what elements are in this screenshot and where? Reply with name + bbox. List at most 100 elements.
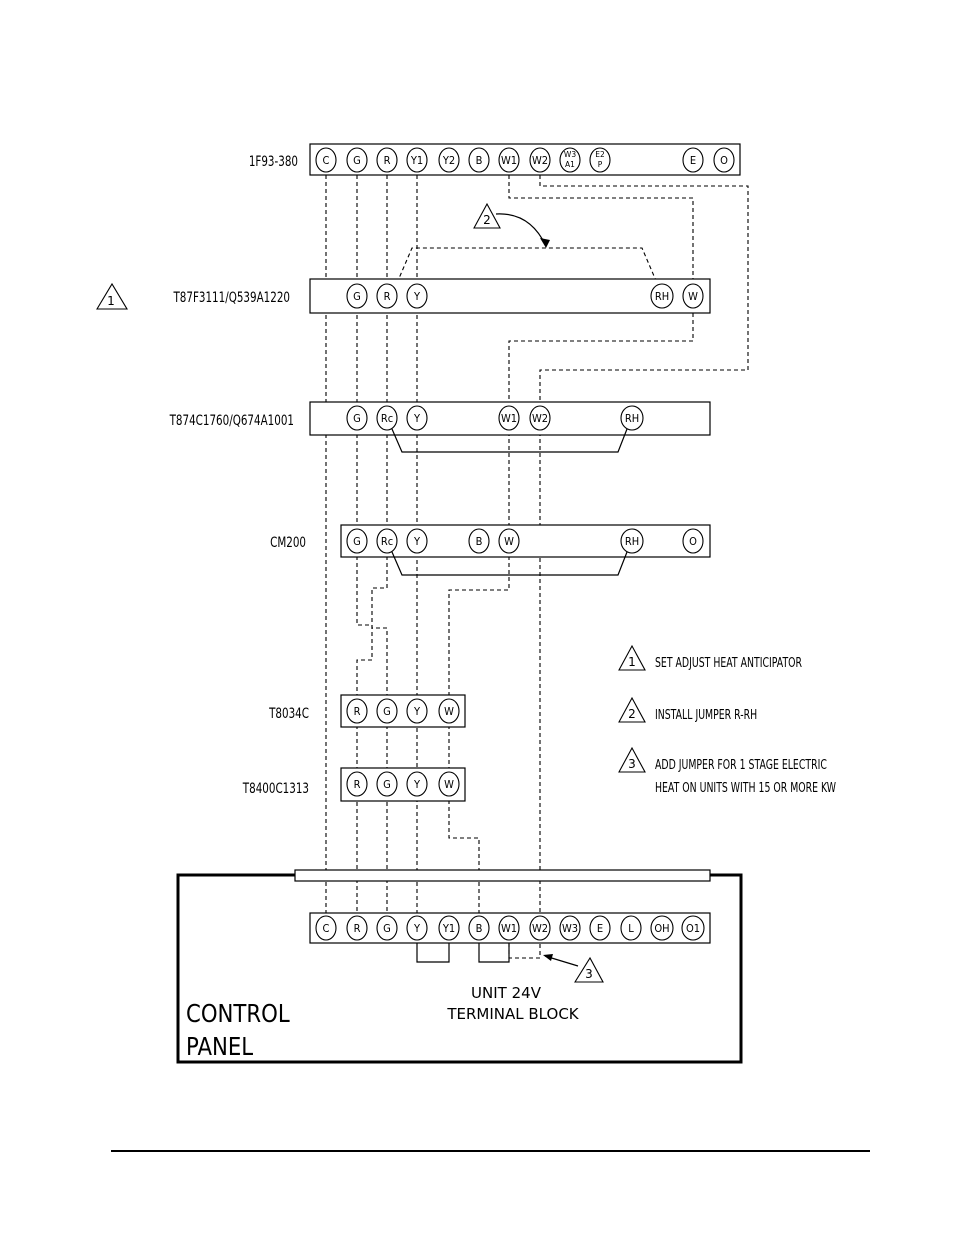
svg-text:G: G: [353, 535, 361, 548]
note-3: 3 ADD JUMPER FOR 1 STAGE ELECTRIC HEAT O…: [618, 746, 836, 795]
terminal-rc[interactable]: Rc: [376, 405, 398, 431]
terminal-rh[interactable]: RH: [650, 283, 674, 309]
module-label: T8034C: [268, 705, 309, 721]
panel-terminal-g[interactable]: G: [376, 915, 398, 941]
jumper-w1-w2: [508, 943, 541, 959]
arrow-head-icon: [543, 954, 553, 961]
panel-terminal-o1[interactable]: O1: [681, 915, 705, 941]
svg-text:W: W: [444, 705, 454, 718]
svg-text:3: 3: [585, 967, 593, 981]
panel-terminal-oh[interactable]: OH: [650, 915, 674, 941]
svg-text:1: 1: [628, 655, 636, 669]
terminal-y[interactable]: Y: [406, 283, 428, 309]
panel-terminal-w1[interactable]: W1: [498, 915, 520, 941]
terminal-c[interactable]: C: [315, 147, 337, 173]
terminal-rh[interactable]: RH: [620, 528, 644, 554]
terminal-block-label-2: TERMINAL BLOCK: [446, 1005, 579, 1023]
panel-terminal-y[interactable]: Y: [406, 915, 428, 941]
svg-text:P: P: [598, 160, 603, 169]
svg-text:RH: RH: [625, 412, 639, 425]
panel-terminal-l[interactable]: L: [620, 915, 642, 941]
note-2: 2 INSTALL JUMPER R-RH: [618, 696, 757, 723]
svg-text:1: 1: [107, 294, 115, 308]
warning-triangle-icon: [618, 746, 646, 773]
module-label: T87F3111/Q539A1220: [173, 289, 290, 305]
terminal-y2[interactable]: Y2: [438, 147, 460, 173]
terminal-w2[interactable]: W2: [529, 405, 551, 431]
panel-terminal-c[interactable]: C: [315, 915, 337, 941]
panel-title-line1: CONTROL: [186, 999, 290, 1028]
svg-text:R: R: [354, 922, 361, 935]
terminal-w1[interactable]: W1: [498, 405, 520, 431]
jumper-rc-rh: [391, 428, 628, 453]
terminal-rh[interactable]: RH: [620, 405, 644, 431]
panel-terminal-w3[interactable]: W3: [559, 915, 581, 941]
terminal-o[interactable]: O: [682, 528, 704, 554]
svg-text:E: E: [690, 154, 696, 167]
svg-text:R: R: [354, 778, 361, 791]
note-3-callout: 3: [543, 954, 604, 983]
svg-text:RH: RH: [625, 535, 639, 548]
thermostat-t87f: 1 T87F3111/Q539A1220 G R Y RH W: [96, 278, 711, 314]
panel-terminal-y1[interactable]: Y1: [438, 915, 460, 941]
panel-terminal-b[interactable]: B: [468, 915, 490, 941]
jumper-rc-rh: [391, 551, 628, 576]
panel-rail: [294, 869, 711, 882]
terminal-g[interactable]: G: [346, 405, 368, 431]
terminal-g[interactable]: G: [346, 147, 368, 173]
svg-text:G: G: [383, 705, 391, 718]
svg-text:W3: W3: [562, 922, 578, 935]
panel-terminal-w2[interactable]: W2: [529, 915, 551, 941]
terminal-g[interactable]: G: [376, 698, 398, 724]
note-1-callout: 1: [96, 282, 128, 310]
notes: 1 SET ADJUST HEAT ANTICIPATOR 2 INSTALL …: [618, 644, 836, 795]
terminal-w[interactable]: W: [438, 698, 460, 724]
terminal-y1[interactable]: Y1: [406, 147, 428, 173]
terminal-y[interactable]: Y: [406, 698, 428, 724]
panel-terminal-e[interactable]: E: [589, 915, 611, 941]
terminal-w2[interactable]: W2: [529, 147, 551, 173]
terminal-w1[interactable]: W1: [498, 147, 520, 173]
terminal-rc[interactable]: Rc: [376, 528, 398, 554]
svg-text:G: G: [383, 778, 391, 791]
terminal-b[interactable]: B: [468, 528, 490, 554]
wire-w-t8400: [448, 800, 480, 913]
terminal-w[interactable]: W: [682, 283, 704, 309]
wire-cm200-w: [448, 556, 510, 698]
svg-text:R: R: [354, 705, 361, 718]
terminal-e2-p[interactable]: E2P: [589, 147, 611, 173]
terminal-y[interactable]: Y: [406, 405, 428, 431]
thermostat-cm200: CM200 G Rc Y B W RH O: [270, 524, 711, 576]
note-text: SET ADJUST HEAT ANTICIPATOR: [655, 654, 802, 670]
warning-triangle-icon: [618, 696, 646, 723]
svg-text:3: 3: [628, 757, 636, 771]
terminal-b[interactable]: B: [468, 147, 490, 173]
terminal-y[interactable]: Y: [406, 771, 428, 797]
terminal-r[interactable]: R: [346, 771, 368, 797]
panel-terminal-r[interactable]: R: [346, 915, 368, 941]
terminal-w[interactable]: W: [498, 528, 520, 554]
arrow-head-icon: [540, 238, 550, 248]
svg-text:Y: Y: [413, 412, 421, 425]
terminal-g[interactable]: G: [346, 528, 368, 554]
svg-text:Y2: Y2: [442, 154, 455, 167]
terminal-strip: [309, 278, 711, 314]
svg-text:R: R: [384, 154, 391, 167]
terminal-block-label-1: UNIT 24V: [471, 984, 542, 1002]
svg-text:G: G: [383, 922, 391, 935]
terminal-g[interactable]: G: [376, 771, 398, 797]
terminal-r[interactable]: R: [376, 283, 398, 309]
terminal-y[interactable]: Y: [406, 528, 428, 554]
svg-text:2: 2: [483, 213, 491, 227]
terminal-g[interactable]: G: [346, 283, 368, 309]
warning-triangle-icon: [473, 202, 501, 229]
note-text: INSTALL JUMPER R-RH: [655, 706, 757, 722]
terminal-e[interactable]: E: [682, 147, 704, 173]
terminal-r[interactable]: R: [376, 147, 398, 173]
terminal-o[interactable]: O: [713, 147, 735, 173]
terminal-w[interactable]: W: [438, 771, 460, 797]
warning-triangle-icon: [574, 956, 604, 983]
terminal-r[interactable]: R: [346, 698, 368, 724]
